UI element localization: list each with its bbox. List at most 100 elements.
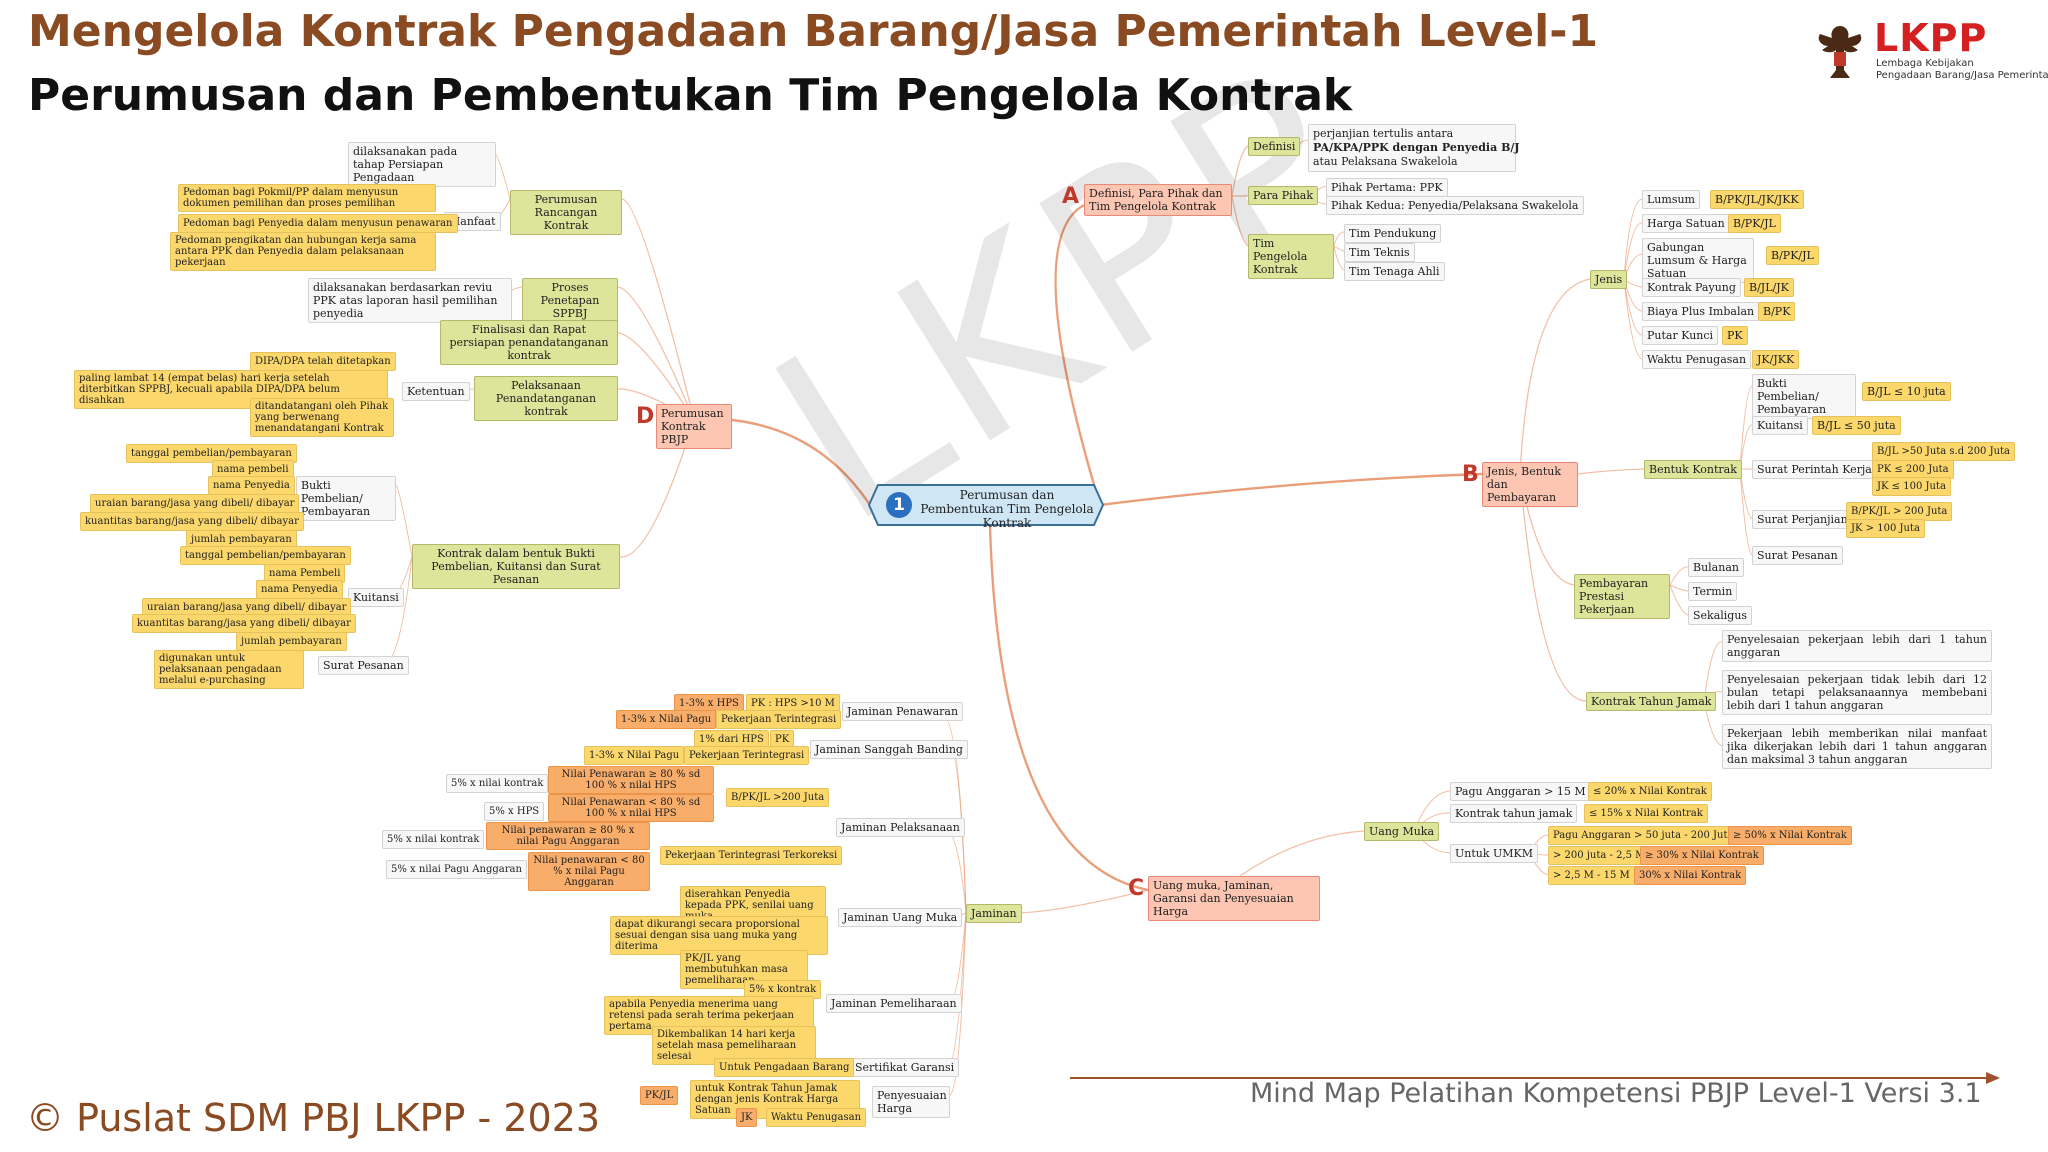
c-sertifikat-garansi: Sertifikat Garansi [850, 1058, 960, 1077]
b-jenis-item: Kontrak Payung [1642, 278, 1741, 297]
d-pesanan-item: digunakan untuk pelaksanaan pengadaan me… [154, 650, 304, 689]
b-bukti-pembelian: Bukti Pembelian/ Pembayaran [1752, 374, 1856, 419]
c-umkm-val: ≥ 50% x Nilai Kontrak [1728, 826, 1852, 845]
connector-line [1231, 195, 1249, 247]
connector-line [1231, 145, 1249, 197]
c-jaminan-pemeliharaan: Jaminan Pemeliharaan [826, 994, 962, 1013]
a-definisi[interactable]: Definisi [1248, 137, 1301, 156]
c-jaminan-penawaran: Jaminan Penawaran [842, 702, 964, 721]
branch-c-node[interactable]: Uang muka, Jaminan, Garansi dan Penyesua… [1148, 876, 1320, 921]
b-kontrak-tahun-jamak[interactable]: Kontrak Tahun Jamak [1586, 692, 1717, 711]
d-pelaksanaan-penandatanganan[interactable]: Pelaksanaan Penandatanganan kontrak [474, 376, 618, 421]
connector-line [1669, 566, 1689, 586]
d-kontrak-bukti[interactable]: Kontrak dalam bentuk Bukti Pembelian, Ku… [412, 544, 620, 589]
d-kuitansi: Kuitansi [348, 588, 404, 607]
c-penyesuaian-harga: Penyesuaian Harga [872, 1086, 950, 1118]
d-kuitansi-item: nama Penyedia [256, 580, 343, 599]
c-pelaksanaan-val: 5% x nilai kontrak [382, 830, 485, 849]
c-jaminan-pelaksanaan: Jaminan Pelaksanaan [836, 818, 965, 837]
connector-line [511, 286, 523, 291]
d-ketentuan-item: DIPA/DPA telah ditetapkan [250, 352, 396, 371]
connector-line [1519, 278, 1591, 475]
c-umkm-cond: > 200 juta - 2,5 M [1548, 846, 1651, 865]
c-umkm-cond: > 2,5 M - 15 M [1548, 866, 1635, 885]
c-jaminan-sanggah: Jaminan Sanggah Banding [810, 740, 968, 759]
branch-a-node[interactable]: Definisi, Para Pihak dan Tim Pengelola K… [1084, 184, 1232, 216]
c-uang-muka[interactable]: Uang Muka [1364, 822, 1440, 841]
c-tahun-jamak: Kontrak tahun jamak [1450, 804, 1578, 823]
b-spk-tag: B/JL >50 Juta s.d 200 Juta [1872, 442, 2016, 461]
c-penyesuaian-item: Waktu Penugasan [766, 1108, 867, 1127]
d-manfaat-item: Pedoman pengikatan dan hubungan kerja sa… [170, 232, 436, 271]
a-tim-pengelola[interactable]: Tim Pengelola Kontrak [1248, 234, 1334, 279]
branch-d-node[interactable]: Perumusan Kontrak PBJP [656, 404, 732, 449]
b-spk: Surat Perintah Kerja [1752, 460, 1877, 479]
a-para-pihak[interactable]: Para Pihak [1248, 186, 1319, 205]
b-jenis-item: Gabungan Lumsum & Harga Satuan [1642, 238, 1754, 283]
b-jenis[interactable]: Jenis [1590, 270, 1628, 289]
b-jenis-tag: PK [1722, 326, 1748, 345]
c-pelaksanaan-cond: Nilai Penawaran ≥ 80 % sd 100 % x nilai … [548, 766, 714, 794]
a-tim-teknis: Tim Teknis [1344, 243, 1415, 262]
connector-line [1739, 385, 1753, 470]
b-pembayaran-item: Bulanan [1688, 558, 1744, 577]
b-bukti-tag: B/JL ≤ 10 juta [1862, 382, 1951, 401]
d-bukti-item: uraian barang/jasa yang dibeli/ dibayar [90, 494, 300, 513]
b-bentuk-kontrak[interactable]: Bentuk Kontrak [1644, 460, 1742, 479]
d-rancangan-kontrak[interactable]: Perumusan Rancangan Kontrak [510, 190, 622, 235]
a-definisi-text: perjanjian tertulis antara PA/KPA/PPK de… [1308, 124, 1520, 172]
c-penyesuaian-tag: PK/JL [640, 1086, 679, 1105]
c-jaminan[interactable]: Jaminan [966, 904, 1022, 923]
lkpp-logo: LKPP Lembaga Kebijakan Pengadaan Barang/… [1812, 16, 2048, 86]
c-umkm-val: 30% x Nilai Kontrak [1634, 866, 1747, 885]
b-surat-perjanjian: Surat Perjanjian [1752, 510, 1853, 529]
connector-line [383, 556, 413, 666]
a-tim-tenaga-ahli: Tim Tenaga Ahli [1344, 262, 1445, 281]
c-pagu-anggaran: Pagu Anggaran > 15 M [1450, 782, 1591, 801]
d-finalisasi[interactable]: Finalisasi dan Rapat persiapan penandata… [440, 320, 618, 365]
a-pihak-kedua: Pihak Kedua: Penyedia/Pelaksana Swakelol… [1326, 196, 1584, 215]
b-jenis-tag: B/PK/JL [1728, 214, 1781, 233]
logo-wordmark: LKPP [1874, 16, 1988, 60]
d-bukti-item: nama Penyedia [208, 476, 295, 495]
b-surat-pesanan: Surat Pesanan [1752, 546, 1843, 565]
connector-line [395, 484, 413, 558]
connector-line [1333, 245, 1345, 252]
connector-line [1054, 203, 1102, 506]
d-surat-pesanan: Surat Pesanan [318, 656, 409, 675]
root-node-label[interactable]: Perumusan dan Pembentukan Tim Pengelola … [920, 488, 1094, 530]
c-garansi-item: Untuk Pengadaan Barang [714, 1058, 855, 1077]
b-jenis-item: Lumsum [1642, 190, 1700, 209]
b-tahun-jamak-item: Pekerjaan lebih memberikan nilai manfaat… [1722, 724, 1992, 769]
branch-a-badge: A [1062, 184, 1080, 209]
footer-caption: Mind Map Pelatihan Kompetensi PBJP Level… [1250, 1078, 1982, 1109]
c-penawaran-cond: Pekerjaan Terintegrasi [716, 710, 842, 729]
branch-b-node[interactable]: Jenis, Bentuk dan Pembayaran [1482, 462, 1578, 507]
b-jenis-tag: B/PK [1758, 302, 1796, 321]
d-penetapan-sppbj[interactable]: Proses Penetapan SPPBJ [522, 278, 618, 323]
b-jenis-item: Putar Kunci [1642, 326, 1719, 345]
b-pembayaran-prestasi[interactable]: Pembayaran Prestasi Pekerjaan [1574, 574, 1670, 619]
c-pelaksanaan-tag2: Pekerjaan Terintegrasi Terkoreksi [660, 846, 843, 865]
logo-tagline: Lembaga Kebijakan Pengadaan Barang/Jasa … [1876, 58, 2048, 81]
connector-line [1623, 198, 1643, 280]
b-kuitansi: Kuitansi [1752, 416, 1808, 435]
connector-line [1099, 472, 1483, 507]
c-pelaksanaan-cond: Nilai penawaran ≥ 80 % x nilai Pagu Angg… [486, 822, 650, 850]
b-jenis-item: Harga Satuan [1642, 214, 1730, 233]
d-ketentuan-item: paling lambat 14 (empat belas) hari kerj… [74, 370, 388, 409]
c-uang-muka-item: dapat dikurangi secara proporsional sesu… [610, 916, 828, 955]
b-pembayaran-item: Sekaligus [1688, 606, 1753, 625]
connector-line [1015, 889, 1149, 914]
c-pelaksanaan-val: 5% x nilai Pagu Anggaran [386, 860, 527, 879]
d-kuitansi-item: nama Pembeli [264, 564, 346, 583]
b-pembayaran-item: Termin [1688, 582, 1738, 601]
root-number-icon: 1 [886, 492, 912, 518]
a-tim-pendukung: Tim Pendukung [1344, 224, 1442, 243]
root-node-shape [868, 484, 1104, 526]
b-tahun-jamak-item: Penyelesaian pekerjaan lebih dari 1 tahu… [1722, 630, 1992, 662]
b-jenis-item: Biaya Plus Imbalan [1642, 302, 1760, 321]
c-umkm: Untuk UMKM [1450, 844, 1539, 863]
connector-line [495, 154, 511, 200]
c-pelaksanaan-cond: Nilai Penawaran < 80 % sd 100 % x nilai … [548, 794, 714, 822]
